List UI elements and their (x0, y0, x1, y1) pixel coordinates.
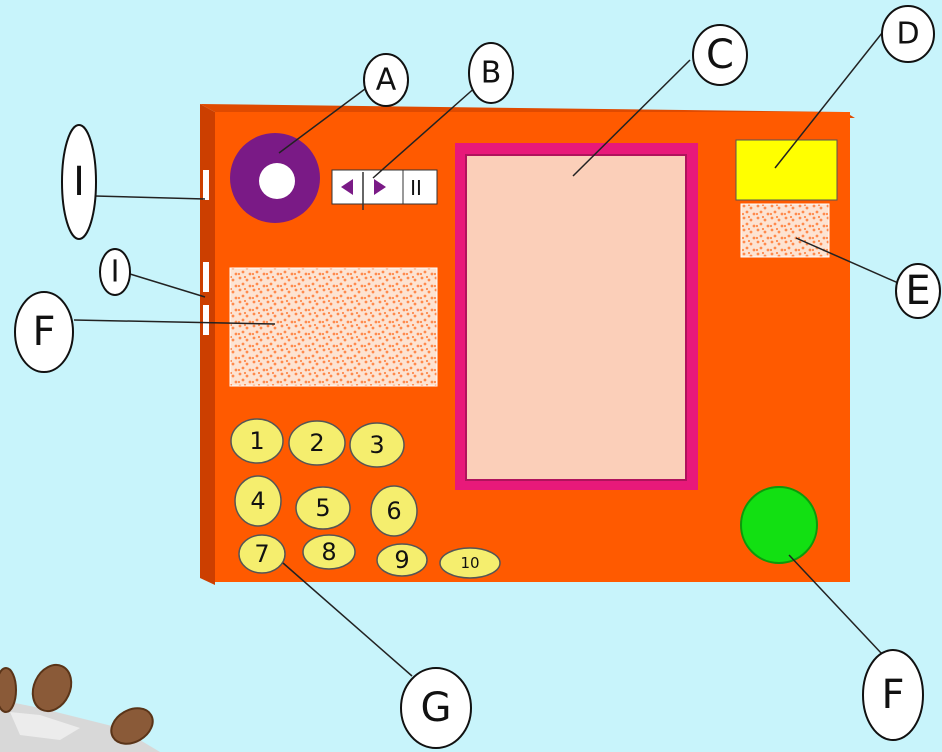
label-A: A (364, 54, 408, 106)
label-I-middle: I (100, 249, 130, 295)
keypad-key-7-label: 7 (254, 540, 269, 568)
speaker-panel (230, 268, 437, 386)
keypad-key-3-label: 3 (369, 431, 384, 459)
side-slot-top (203, 170, 209, 200)
keypad-key-1-label: 1 (249, 427, 264, 455)
svg-text:D: D (896, 17, 919, 52)
label-F-right: F (863, 650, 923, 740)
lens-dial[interactable] (230, 133, 320, 223)
label-E: E (896, 264, 940, 318)
svg-text:I: I (111, 255, 120, 290)
svg-text:C: C (706, 32, 734, 78)
label-C: C (693, 25, 747, 85)
label-I-top: I (62, 125, 96, 239)
lens-center (259, 163, 295, 199)
screen-area (466, 155, 686, 480)
label-D: D (882, 6, 934, 62)
keypad-key-5-label: 5 (315, 494, 330, 522)
side-slot-middle (203, 262, 209, 292)
keypad-key-6-label: 6 (386, 497, 401, 525)
svg-text:F: F (32, 309, 55, 355)
display-screen (455, 143, 698, 490)
keypad-key-2-label: 2 (309, 429, 324, 457)
keypad-key-9-label: 9 (394, 546, 409, 574)
side-slot-bottom (203, 305, 209, 335)
label-B: B (469, 43, 513, 103)
label-F-left: F (15, 292, 73, 372)
svg-text:A: A (376, 63, 397, 98)
svg-text:E: E (905, 268, 930, 314)
svg-text:F: F (881, 672, 904, 718)
svg-text:B: B (481, 56, 502, 91)
microphone-panel (741, 204, 829, 257)
svg-text:G: G (421, 685, 452, 731)
hand-decoration (0, 659, 160, 752)
svg-text:I: I (73, 159, 85, 205)
indicator-light (736, 140, 837, 200)
pause-icon[interactable]: II (410, 176, 422, 200)
shutter-button[interactable] (741, 487, 817, 563)
playback-controls: II (332, 170, 437, 210)
keypad-key-8-label: 8 (321, 538, 336, 566)
label-G: G (401, 668, 471, 748)
keypad-key-4-label: 4 (250, 487, 265, 515)
keypad-key-10-label: 10 (460, 554, 479, 572)
